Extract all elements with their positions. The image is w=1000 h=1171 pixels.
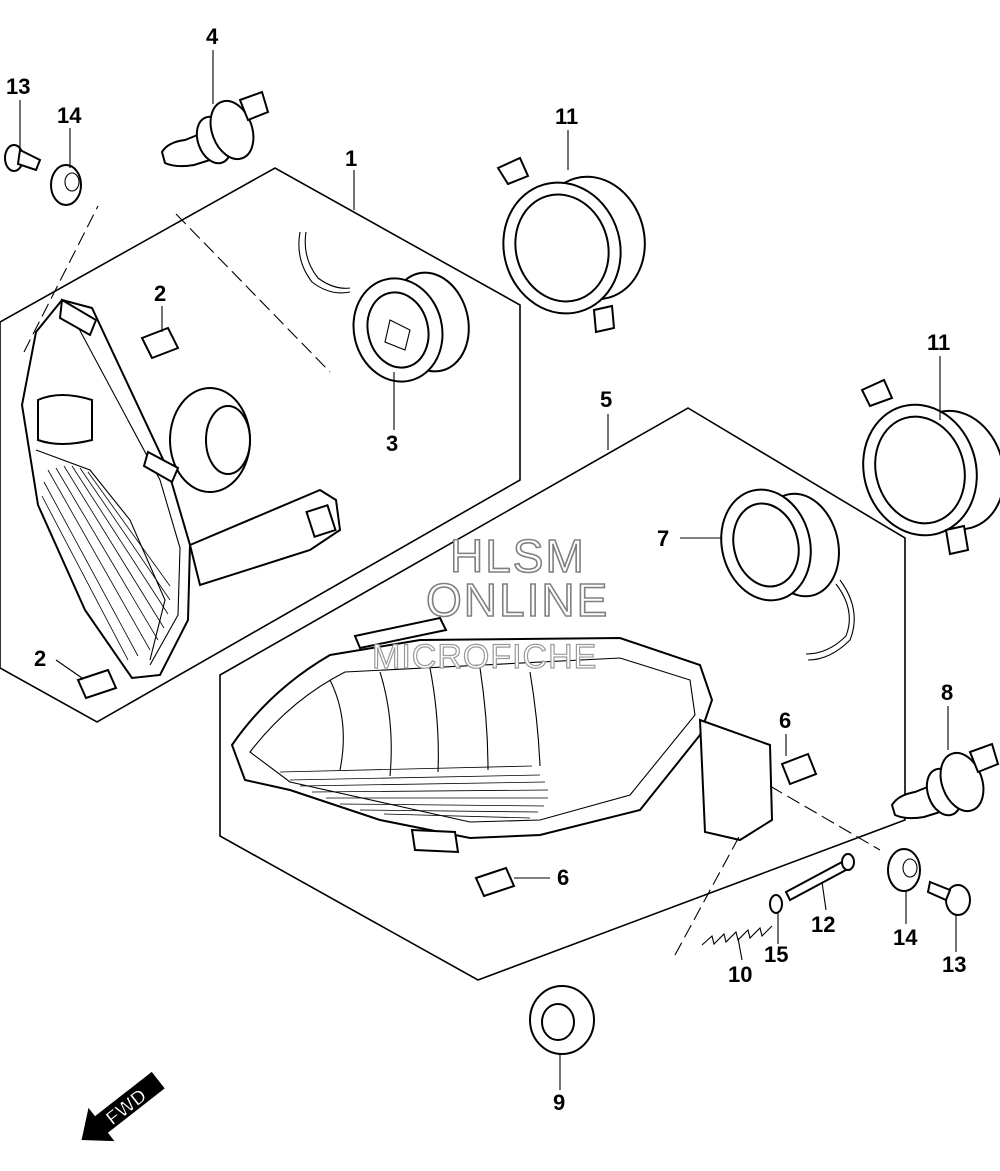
dashed-line-14a [23, 205, 99, 353]
dashed-line-14b [769, 785, 881, 851]
callout-2a: 2 [154, 281, 166, 306]
callout-15: 15 [764, 942, 788, 967]
clip-6a [780, 752, 818, 786]
screw-13b [926, 880, 971, 916]
callout-7: 7 [657, 526, 669, 551]
dashed-line-bulb4 [175, 213, 331, 373]
ring-9 [529, 985, 595, 1055]
screw-13a [4, 144, 42, 172]
grommet-14b [887, 848, 921, 892]
callout-14a: 14 [57, 103, 82, 128]
socket-7 [720, 488, 855, 661]
callout-8: 8 [941, 680, 953, 705]
grommet-14a [50, 164, 82, 206]
callout-1: 1 [345, 146, 357, 171]
assembly-5-outline [219, 407, 906, 981]
callout-9: 9 [553, 1090, 565, 1115]
retaining-ring-11a [496, 156, 646, 334]
leader-lines [19, 50, 957, 1090]
callout-2b: 2 [34, 646, 46, 671]
headlamp-left [20, 298, 342, 680]
watermark-line-1: HLSM [450, 530, 586, 582]
watermark-line-2: ONLINE [426, 574, 609, 626]
callout-6a: 6 [779, 708, 791, 733]
bulb-4 [160, 90, 270, 168]
clip-2a [140, 326, 180, 360]
callout-13b: 13 [942, 952, 966, 977]
fwd-arrow-icon [81, 1071, 165, 1142]
callout-10: 10 [728, 962, 752, 987]
assembly-1-outline [0, 167, 521, 723]
callout-13a: 13 [6, 74, 30, 99]
callout-12: 12 [811, 912, 835, 937]
washer-15 [769, 894, 783, 914]
callout-11a: 11 [555, 104, 578, 129]
watermark-line-3: MICROFICHE [372, 638, 597, 676]
spring-10 [701, 925, 773, 946]
adjusting-screw-12 [784, 853, 855, 902]
callout-3: 3 [386, 431, 398, 456]
callout-14b: 14 [893, 925, 918, 950]
retaining-ring-11b [860, 378, 1000, 556]
headlamp-right [230, 616, 774, 854]
fwd-arrow: FWD [81, 1071, 165, 1142]
socket-3 [298, 231, 470, 383]
dashed-line-10 [674, 834, 741, 956]
callout-6b: 6 [557, 865, 569, 890]
clip-2b [76, 668, 118, 700]
clip-6b [474, 866, 516, 898]
callout-4: 4 [206, 24, 219, 49]
callout-5: 5 [600, 387, 612, 412]
bulb-8 [890, 742, 1000, 820]
callout-11b: 11 [927, 330, 950, 355]
